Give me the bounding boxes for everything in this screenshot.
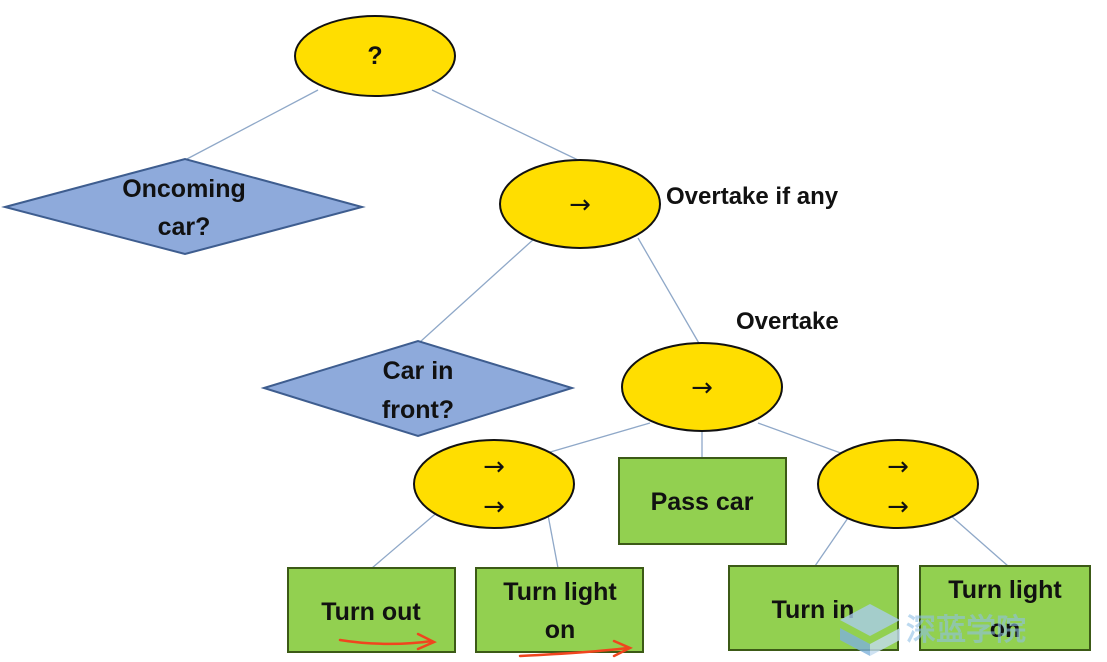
edge-overtake-if-any-car-in-front bbox=[419, 237, 536, 343]
oncoming-car-label-line1: Oncoming bbox=[122, 175, 246, 203]
root-selector-symbol: ? bbox=[367, 42, 382, 70]
overtake-if-any-node: → Overtake if any bbox=[499, 159, 839, 249]
turn-out-sequence-ellipse bbox=[413, 439, 575, 529]
root-selector-ellipse bbox=[294, 15, 456, 97]
watermark-text: 深蓝学院 bbox=[906, 613, 1026, 648]
pass-car-rect bbox=[618, 457, 787, 545]
turn-light-on-action-1: Turn light on bbox=[475, 567, 644, 653]
oncoming-car-label-line2: car? bbox=[158, 213, 211, 241]
annotation-underline-turn-light-on bbox=[518, 639, 633, 658]
oncoming-car-condition: Oncoming car? bbox=[1, 157, 366, 256]
watermark: 深蓝学院 bbox=[840, 604, 1026, 656]
overtake-label: Overtake bbox=[736, 308, 839, 335]
annotation-marks bbox=[338, 632, 633, 658]
overtake-if-any-label: Overtake if any bbox=[666, 183, 839, 210]
turn-in-action: Turn in bbox=[728, 565, 899, 651]
overtake-if-any-ellipse bbox=[499, 159, 661, 249]
edge-overtake-if-any-overtake bbox=[637, 237, 701, 346]
turn-in-label: Turn in bbox=[772, 596, 855, 624]
turn-out-label: Turn out bbox=[321, 598, 421, 626]
annotation-underline-turn-out bbox=[338, 632, 437, 651]
edge-turn-out-seq-turn-out bbox=[371, 509, 441, 569]
car-in-front-label-line2: front? bbox=[382, 396, 454, 424]
turn-light-on-rect-2 bbox=[919, 565, 1091, 651]
overtake-if-any-arrow: → bbox=[569, 190, 591, 220]
oncoming-car-diamond bbox=[1, 157, 366, 256]
edge-root-oncoming bbox=[184, 89, 319, 161]
edge-turn-in-seq-turn-in bbox=[814, 514, 851, 567]
turn-out-sequence-arrow-2: → bbox=[483, 492, 505, 522]
turn-light-on-1-line1: Turn light bbox=[503, 578, 617, 606]
edge-turn-out-seq-turn-light-on bbox=[547, 514, 559, 569]
turn-light-on-rect-1 bbox=[475, 567, 644, 653]
watermark-logo-icon bbox=[840, 604, 900, 656]
edge-root-overtake-if-any bbox=[431, 89, 579, 161]
overtake-ellipse bbox=[621, 342, 783, 432]
root-selector-node: ? bbox=[294, 15, 456, 97]
turn-in-sequence-arrow-2: → bbox=[887, 492, 909, 522]
car-in-front-label-line1: Car in bbox=[383, 357, 454, 385]
turn-light-on-2-line1: Turn light bbox=[948, 576, 1062, 604]
overtake-node: → Overtake bbox=[621, 308, 839, 432]
turn-out-sequence-node: → → bbox=[413, 439, 575, 529]
turn-out-sequence-arrow-1: → bbox=[483, 452, 505, 482]
turn-in-sequence-arrow-1: → bbox=[887, 452, 909, 482]
car-in-front-diamond bbox=[260, 339, 576, 438]
edge-turn-in-seq-turn-light-on bbox=[949, 514, 1009, 567]
turn-in-sequence-node: → → bbox=[817, 439, 979, 529]
pass-car-label: Pass car bbox=[651, 488, 754, 516]
edge-overtake-turn-out-seq bbox=[539, 422, 651, 456]
overtake-arrow: → bbox=[691, 373, 713, 403]
turn-light-on-2-line2: on bbox=[990, 615, 1021, 643]
pass-car-action: Pass car bbox=[618, 457, 787, 545]
turn-light-on-1-line2: on bbox=[545, 616, 576, 644]
turn-in-sequence-ellipse bbox=[817, 439, 979, 529]
edges bbox=[184, 89, 1009, 569]
turn-light-on-action-2: Turn light on bbox=[919, 565, 1091, 651]
car-in-front-condition: Car in front? bbox=[260, 339, 576, 438]
